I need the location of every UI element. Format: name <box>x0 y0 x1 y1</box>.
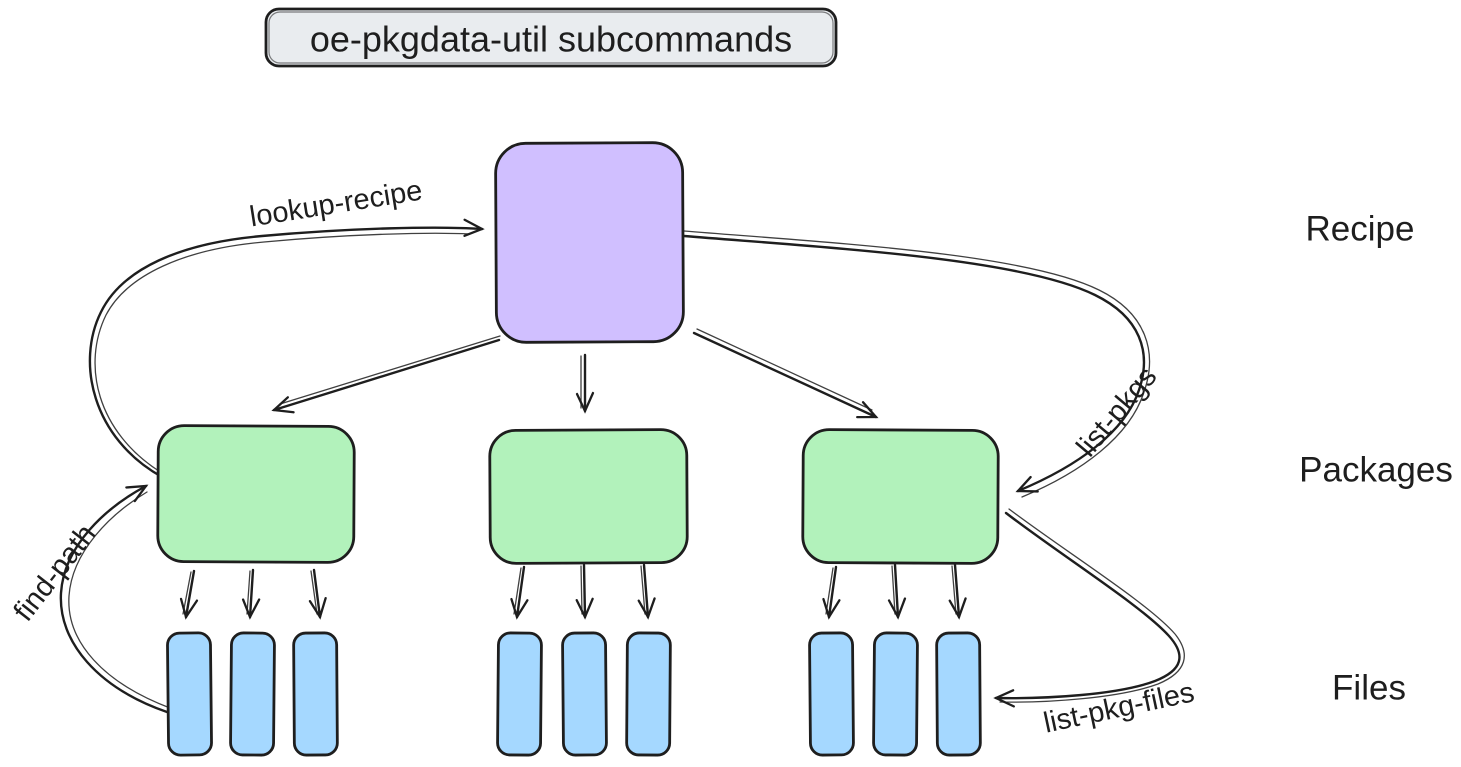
file-bar <box>872 631 919 757</box>
edge-lookup-recipe <box>88 218 485 479</box>
title-box-sketch-outline <box>268 11 834 64</box>
file-bar <box>935 631 982 757</box>
edge-recipe-to-right-sketch <box>696 328 873 411</box>
edge-label-list-pkgs: list-pkgs <box>1071 361 1164 463</box>
edge-pkg-file <box>575 563 594 620</box>
edge-pkg-file <box>637 563 656 620</box>
files-group-left <box>166 631 339 757</box>
edges-left-packages-to-files <box>179 568 327 620</box>
title-box-shape <box>264 7 838 68</box>
packages-node-right <box>801 428 1000 565</box>
edge-recipe-to-left-packages <box>271 338 501 414</box>
file-bar <box>292 631 339 757</box>
edge-find-path-sketch <box>68 491 171 709</box>
packages-node-left <box>156 424 356 564</box>
edge-list-pkg-files <box>993 511 1181 708</box>
edge-pkg-file <box>241 568 261 620</box>
edge-label-find-path: find-path <box>8 519 103 628</box>
diagram-title: oe-pkgdata-util subcommands <box>310 19 792 60</box>
file-bar <box>808 631 855 757</box>
edge-label-list-pkg-files: list-pkg-files <box>1041 676 1197 739</box>
edge-list-pkgs <box>682 234 1146 493</box>
file-bar <box>496 631 543 757</box>
file-bar <box>166 631 213 757</box>
files-group-right <box>808 631 982 757</box>
edge-pkg-file <box>887 563 907 620</box>
edge-pkg-file <box>308 568 327 620</box>
recipe-node <box>494 141 685 344</box>
packages-node-mid <box>488 428 689 565</box>
edge-pkg-file <box>179 569 199 620</box>
level-label-files: Files <box>1332 669 1406 708</box>
edge-list-pkgs-sketch <box>683 230 1151 498</box>
file-bar <box>561 631 608 757</box>
edge-find-path <box>59 484 169 714</box>
edge-list-pkg-files-sketch <box>999 508 1185 703</box>
file-bar <box>625 631 672 757</box>
edge-recipe-to-left-sketch <box>279 335 501 405</box>
level-label-packages: Packages <box>1299 451 1453 490</box>
edge-label-lookup-recipe: lookup-recipe <box>248 175 425 234</box>
edge-recipe-to-right-packages <box>692 331 879 419</box>
edges-right-packages-to-files <box>822 563 967 620</box>
edges-mid-packages-to-files <box>510 563 656 620</box>
edge-pkg-file <box>510 565 529 620</box>
edge-pkg-file <box>822 565 841 620</box>
edge-sketch <box>580 565 583 615</box>
edge-lookup-recipe-sketch <box>94 232 471 474</box>
level-label-recipe: Recipe <box>1306 210 1415 249</box>
edge-pkg-file <box>948 563 967 620</box>
diagram-title-box: oe-pkgdata-util subcommands <box>264 7 838 68</box>
files-group-mid <box>496 631 672 757</box>
file-bar <box>229 631 276 757</box>
